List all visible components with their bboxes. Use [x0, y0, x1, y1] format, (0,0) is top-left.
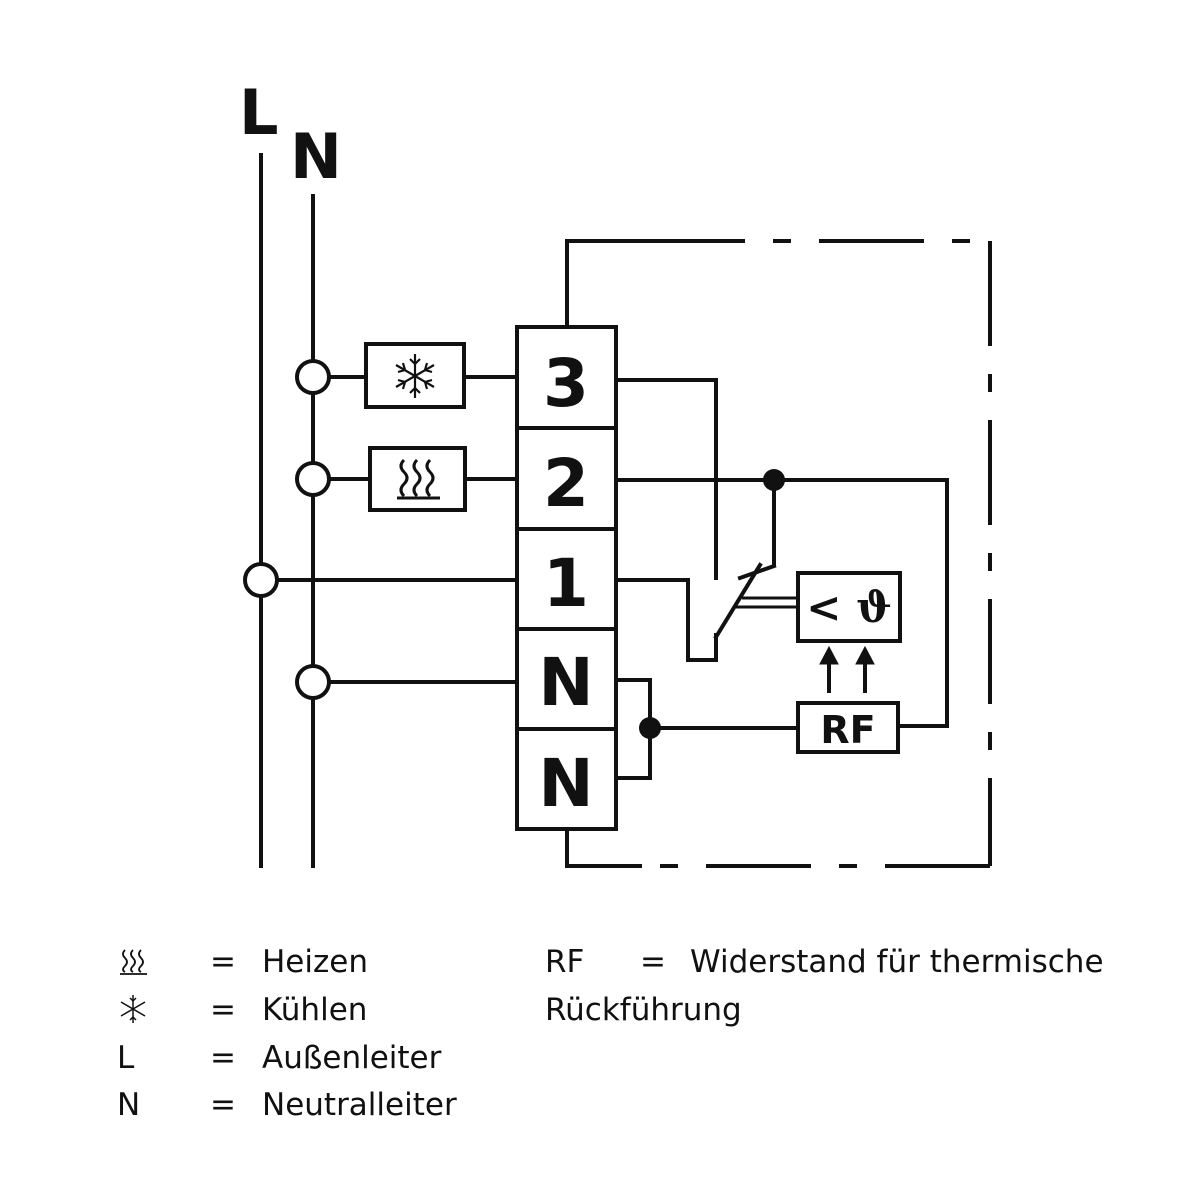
connection-ring-n: [295, 664, 331, 700]
terminal-n-upper: [515, 627, 618, 731]
terminal-label-1: 1: [543, 545, 589, 622]
thermostat-sensor-label: < ϑ: [806, 583, 891, 632]
switch-blade: [713, 562, 763, 640]
heating-icon: [397, 458, 440, 500]
terminal-label-3: 3: [543, 345, 589, 422]
terminal-label-n-lower: N: [538, 745, 593, 822]
heating-load-box: [368, 446, 467, 512]
terminal-block: 3 2 1 N N: [515, 325, 618, 831]
remote-loop-top: [565, 239, 642, 329]
wire-terminal-3-to-switch: [614, 378, 718, 580]
bus-label-n: N: [290, 120, 342, 193]
switch-contact-bar: [737, 563, 777, 581]
heat-arrows: [819, 645, 875, 693]
junction-dot-n: [639, 717, 661, 739]
bus-label-l: L: [239, 76, 279, 149]
connection-ring-cooling: [295, 359, 331, 395]
wire-terminal-2-to-rf: [896, 478, 949, 728]
terminal-3: [515, 325, 618, 430]
junction-dot-terminal-2: [763, 469, 785, 491]
terminal-1: [515, 527, 618, 631]
terminal-n-lower: [515, 727, 618, 831]
connection-ring-l: [243, 562, 279, 598]
terminal-label-2: 2: [543, 445, 589, 522]
snowflake-icon: [395, 354, 435, 398]
thermostat-sensor-box: [796, 571, 902, 643]
terminal-label-n-upper: N: [538, 644, 593, 721]
wire-terminal-1-to-switch: [614, 578, 718, 662]
remote-loop-bottom: [565, 827, 642, 868]
rf-resistor-label: RF: [820, 708, 875, 752]
connection-ring-heating: [295, 461, 331, 497]
